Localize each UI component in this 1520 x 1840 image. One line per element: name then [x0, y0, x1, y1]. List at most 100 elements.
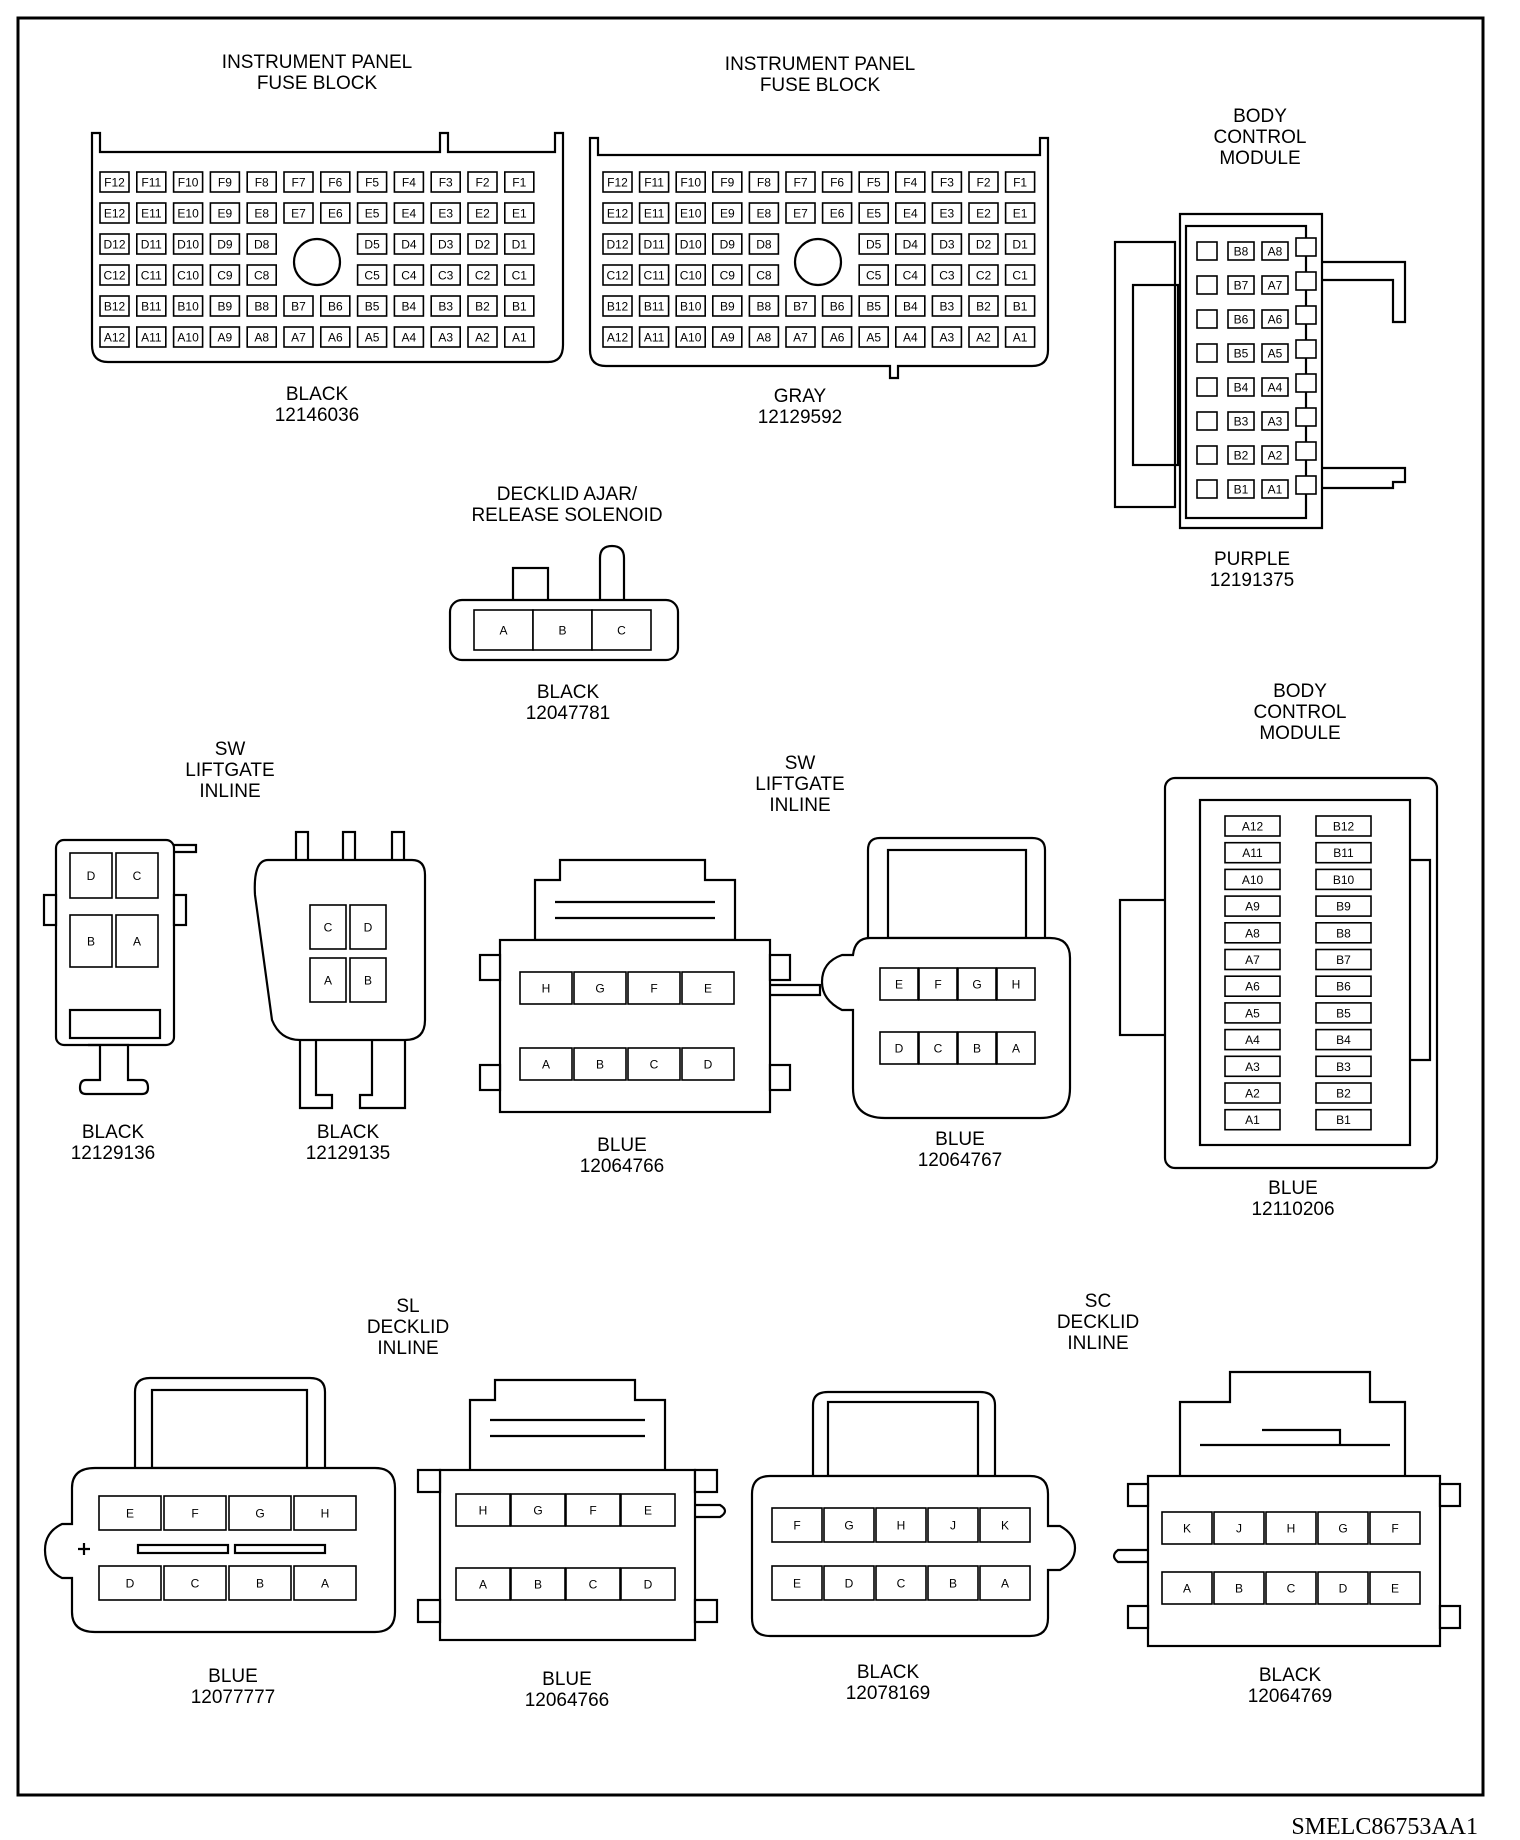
connector-pin	[510, 1567, 566, 1601]
connector-side-lug	[172, 893, 188, 927]
connector-housing	[498, 938, 772, 1114]
connector-pin-label: A7	[793, 331, 808, 345]
connector-part-number: 12064769	[1248, 1686, 1333, 1707]
connector-hood	[866, 836, 1047, 942]
label-line: SW	[785, 753, 816, 774]
connector-pin	[99, 171, 130, 193]
connector-pin	[209, 295, 241, 317]
connector-pin-label: H	[897, 1519, 906, 1533]
connector-pin-label: D12	[606, 238, 628, 252]
connector-pin	[711, 326, 743, 348]
connector-pin	[309, 957, 347, 1003]
connector-pin-label: D2	[976, 238, 992, 252]
connector-pin	[99, 295, 130, 317]
connector-pin-label: B3	[438, 300, 453, 314]
connector-pin	[172, 171, 204, 193]
connector-pin-label: C5	[364, 269, 380, 283]
connector-pin-label: A	[479, 1578, 487, 1592]
connector-pin	[620, 1567, 676, 1601]
connector-pin	[602, 202, 633, 224]
connector-pin-label: B	[949, 1577, 957, 1591]
connector-side-lug	[768, 1063, 792, 1092]
connector-pin-label: A4	[1268, 381, 1283, 395]
connector-pin-label: C	[617, 624, 626, 638]
connector-pin-label: A2	[475, 331, 490, 345]
connector-pin-label: C12	[606, 269, 628, 283]
connector-pin-label: A3	[1245, 1060, 1260, 1074]
connector-latch-tooth	[1295, 441, 1317, 461]
connector-lock	[68, 1008, 162, 1040]
connector-pin	[209, 171, 241, 193]
connector-pin-label: B7	[1234, 279, 1249, 293]
connector-pin	[858, 202, 890, 224]
connector-pin	[1227, 411, 1255, 431]
connector-housing	[253, 858, 427, 1042]
connector-title-line: DECKLID AJAR/	[497, 484, 638, 505]
connector-pin	[430, 233, 462, 255]
connector-pin	[748, 202, 780, 224]
connector-title-line: BODY	[1273, 681, 1327, 702]
connector-tab	[511, 566, 550, 604]
connector-pin-label: F4	[903, 176, 917, 190]
connector-pin-label: B1	[1336, 1113, 1351, 1127]
connector-pin	[931, 295, 963, 317]
connector-pin-label: D	[704, 1058, 713, 1072]
connector-pin	[1261, 343, 1289, 363]
connector-side-lug	[416, 1468, 442, 1494]
connector-color-label: BLUE	[542, 1669, 592, 1690]
connector-pin-label: B12	[607, 300, 629, 314]
connector-pin	[393, 295, 425, 317]
connector-pin-label: A10	[680, 331, 702, 345]
connector-pin	[602, 264, 633, 286]
connector-pin-label: B8	[1234, 245, 1249, 259]
label-line: LIFTGATE	[185, 760, 274, 781]
connector-title-line: CONTROL	[1214, 127, 1307, 148]
connector-pin	[430, 295, 462, 317]
connector-pin-label: A12	[104, 331, 126, 345]
connector-pin	[1315, 1055, 1372, 1078]
connector-pin	[228, 1495, 292, 1531]
connector-rail	[1410, 858, 1432, 1062]
connector-pin	[602, 326, 633, 348]
connector-pin	[1265, 1511, 1317, 1545]
connector-housing	[1163, 776, 1439, 1170]
connector-pin-label: F5	[365, 176, 379, 190]
connector-pin	[503, 295, 535, 317]
connector-side-lug	[416, 1598, 442, 1624]
connector-pin-label: B	[596, 1058, 604, 1072]
connector-pin-label: F	[191, 1507, 198, 1521]
connector-pin-label: B7	[291, 300, 306, 314]
connector-pin-label: D8	[254, 238, 270, 252]
connector-pin	[1261, 377, 1289, 397]
connector-empty-socket	[1196, 479, 1218, 499]
connector-latch-tooth	[1295, 271, 1317, 291]
connector-pin	[894, 295, 926, 317]
connector-arm	[695, 1503, 727, 1519]
connector-pin	[1261, 275, 1289, 295]
connector-pin	[136, 295, 167, 317]
connector-pin	[1315, 975, 1372, 998]
connector-pin	[675, 295, 707, 317]
connector-pin	[931, 202, 963, 224]
connector-pin-label: F1	[1013, 176, 1027, 190]
connector-side-lug	[768, 953, 792, 982]
connector-pin	[748, 171, 780, 193]
connector-pin	[319, 171, 351, 193]
connector-title-line: MODULE	[1259, 723, 1340, 744]
connector-pin	[356, 233, 388, 255]
connector-pin	[136, 233, 167, 255]
connector-pin	[771, 1565, 823, 1601]
connector-pin	[675, 326, 707, 348]
connector-pin-label: E12	[104, 207, 126, 221]
connector-legs	[298, 1040, 407, 1110]
connector-pin	[711, 264, 743, 286]
label-line: SC	[1085, 1291, 1111, 1312]
connector-pin-label: A6	[1245, 980, 1260, 994]
connector-pin	[979, 1507, 1031, 1543]
connector-flange	[174, 843, 198, 854]
